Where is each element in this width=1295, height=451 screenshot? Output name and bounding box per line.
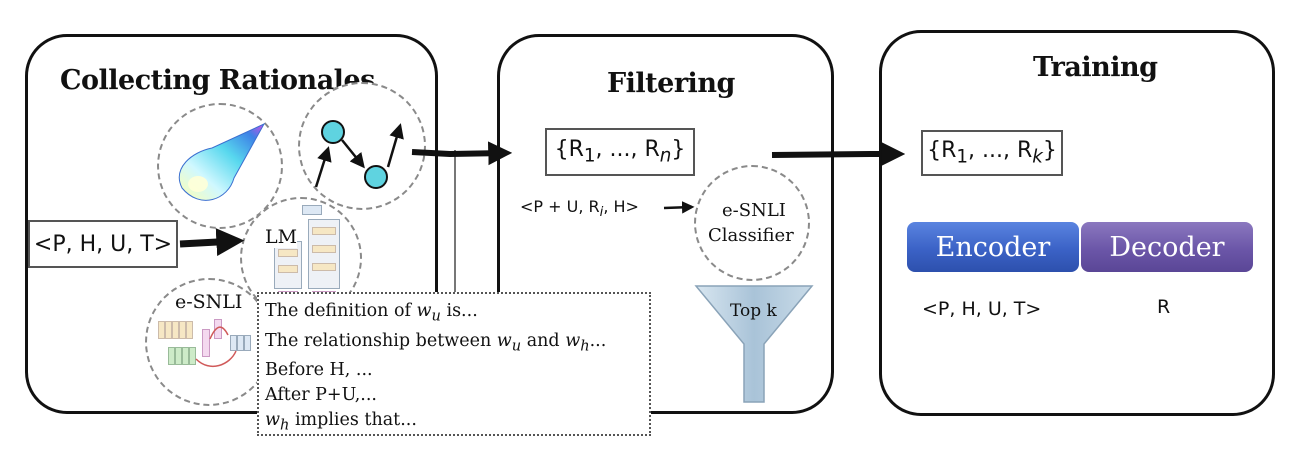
esnli-classifier-label-2: Classifier [708,225,794,246]
rationale-set-n-text: {R1, ..., Rn} [554,137,686,167]
comet-icon [178,122,266,201]
input-tuple-text: <P, H, U, T> [33,231,173,257]
lm-architecture-icon [270,205,350,300]
rationale-set-n-box: {R1, ..., Rn} [545,128,695,176]
prompt-line-1: The definition of wu is... [265,301,478,325]
prompt-line-3: Before H, ... [265,360,373,380]
rationale-set-k-box: {R1, ..., Rk} [921,130,1063,176]
esnli-classifier-circle [694,165,810,281]
esnli-architecture-icon [150,315,260,375]
comet-circle [157,103,283,229]
input-tuple-box: <P, H, U, T> [28,220,178,268]
prompt-line-4: After P+U,... [265,385,377,405]
prompt-line-2: The relationship between wu and wh... [265,330,607,355]
esnli-classifier-label-1: e-SNLI [722,200,786,221]
encoder-input-label: <P, H, U, T> [922,298,1042,320]
funnel-icon [694,285,814,403]
esnli-label: e-SNLI [175,291,243,313]
decoder-output-label: R [1157,296,1171,318]
graph-circle [298,82,426,210]
training-title: Training [1033,52,1158,83]
classifier-input-pair: <P + U, Ri, H> [520,197,639,221]
collecting-title: Collecting Rationales [60,65,375,96]
topk-label: Top k [730,301,777,321]
separator-line [454,150,456,295]
graph-icon [314,120,404,189]
encoder-block: Encoder [907,222,1079,272]
prompt-line-5: wh implies that... [265,410,417,434]
lm-label: LM [265,226,298,248]
prompt-templates-box: The definition of wu is... The relations… [257,292,651,436]
decoder-block: Decoder [1081,222,1253,272]
rationale-set-k-text: {R1, ..., Rk} [927,138,1057,168]
filtering-title: Filtering [607,68,735,99]
